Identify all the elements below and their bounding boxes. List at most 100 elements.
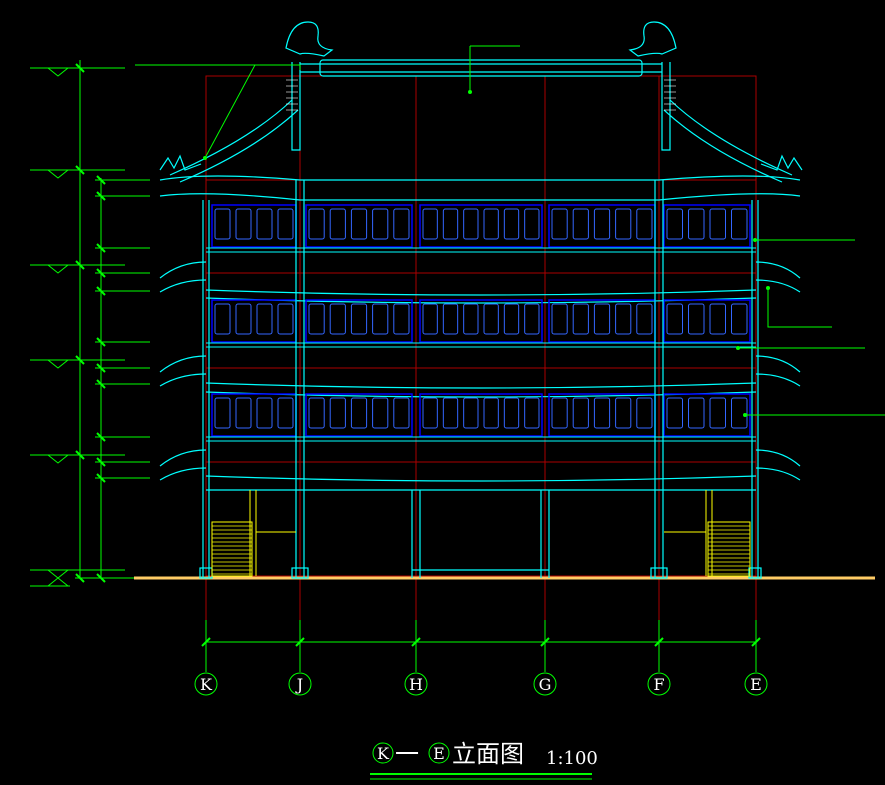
window-pane	[709, 303, 726, 335]
window-pane	[615, 208, 632, 240]
window-pane	[329, 208, 346, 240]
window-pane	[524, 208, 540, 240]
window-pane	[636, 208, 653, 240]
axis-label-f: F	[653, 675, 664, 694]
window-pane	[709, 208, 726, 240]
left-dimensions	[30, 60, 150, 587]
window-pane	[214, 397, 231, 429]
window-pane	[256, 397, 273, 429]
window-pane	[572, 208, 589, 240]
window-pane	[463, 208, 479, 240]
window-pane	[308, 208, 325, 240]
window-pane	[393, 208, 410, 240]
axis-bubble-k: K	[194, 672, 218, 696]
window-pane	[350, 303, 368, 335]
window-pane	[214, 208, 231, 240]
window-pane	[308, 303, 325, 335]
window-pane	[688, 397, 705, 429]
window-pane	[731, 397, 748, 429]
window-pane	[422, 208, 438, 240]
axis-label-g: G	[539, 675, 552, 694]
window-pane	[551, 397, 568, 429]
window-pane	[483, 208, 499, 240]
title-end-axis: E	[433, 744, 445, 763]
title-dash: 一	[395, 740, 419, 768]
window-pane	[256, 303, 273, 335]
window-pane	[372, 208, 389, 240]
window-pane	[551, 208, 568, 240]
window-pane	[636, 397, 653, 429]
window-pane	[372, 397, 389, 429]
window-pane	[277, 208, 294, 240]
axis-bubbles: K J H G F E	[194, 672, 768, 696]
window-pane	[666, 208, 683, 240]
window-pane	[572, 303, 589, 335]
window-pane	[483, 303, 499, 335]
window-pane	[666, 397, 683, 429]
axis-label-j: J	[295, 675, 303, 694]
drawing-title: K 一 E 立面图 1:100	[370, 740, 598, 780]
window-pane	[688, 208, 705, 240]
title-scale: 1:100	[546, 748, 598, 769]
window-pane	[593, 208, 611, 240]
stairs	[211, 490, 751, 577]
window-pane	[235, 397, 252, 429]
window-pane	[524, 397, 540, 429]
window-pane	[442, 397, 459, 429]
window-pane	[572, 397, 589, 429]
window-bands	[206, 204, 756, 442]
columns	[199, 180, 762, 579]
window-pane	[463, 303, 479, 335]
window-pane	[422, 303, 438, 335]
axis-label-k: K	[200, 675, 213, 694]
window-pane	[442, 303, 459, 335]
window-pane	[277, 397, 294, 429]
window-pane	[214, 303, 231, 335]
dimension-ticks	[75, 63, 106, 583]
window-pane	[277, 303, 294, 335]
window-pane	[636, 303, 653, 335]
leader-dots	[203, 90, 770, 417]
window-pane	[615, 303, 632, 335]
window-pane	[350, 208, 368, 240]
leader-lines	[135, 45, 885, 416]
title-name: 立面图	[452, 740, 524, 768]
window-pane	[442, 208, 459, 240]
window-pane	[422, 397, 438, 429]
window-pane	[593, 303, 611, 335]
window-pane	[329, 303, 346, 335]
window-pane	[463, 397, 479, 429]
window-pane	[688, 303, 705, 335]
axis-bubble-e: E	[744, 672, 768, 696]
window-pane	[524, 303, 540, 335]
window-pane	[235, 303, 252, 335]
axis-bubble-h: H	[404, 672, 428, 696]
window-pane	[666, 303, 683, 335]
window-pane	[593, 397, 611, 429]
window-pane	[350, 397, 368, 429]
window-pane	[329, 397, 346, 429]
title-start-axis: K	[377, 744, 390, 763]
axis-bubble-f: F	[647, 672, 671, 696]
window-pane	[503, 208, 520, 240]
window-pane	[615, 397, 632, 429]
window-pane	[483, 397, 499, 429]
window-pane	[709, 397, 726, 429]
window-pane	[731, 303, 748, 335]
window-pane	[393, 397, 410, 429]
window-pane	[308, 397, 325, 429]
roof	[159, 21, 803, 183]
bottom-dimension	[201, 620, 761, 672]
window-pane	[235, 208, 252, 240]
window-pane	[503, 397, 520, 429]
axis-label-e: E	[750, 675, 762, 694]
axis-label-h: H	[409, 675, 423, 694]
window-pane	[503, 303, 520, 335]
axis-bubble-j: J	[288, 672, 312, 696]
stair-treads	[212, 525, 750, 575]
window-pane	[731, 208, 748, 240]
window-pane	[256, 208, 273, 240]
axis-bubble-g: G	[533, 672, 557, 696]
eaves	[159, 175, 801, 491]
